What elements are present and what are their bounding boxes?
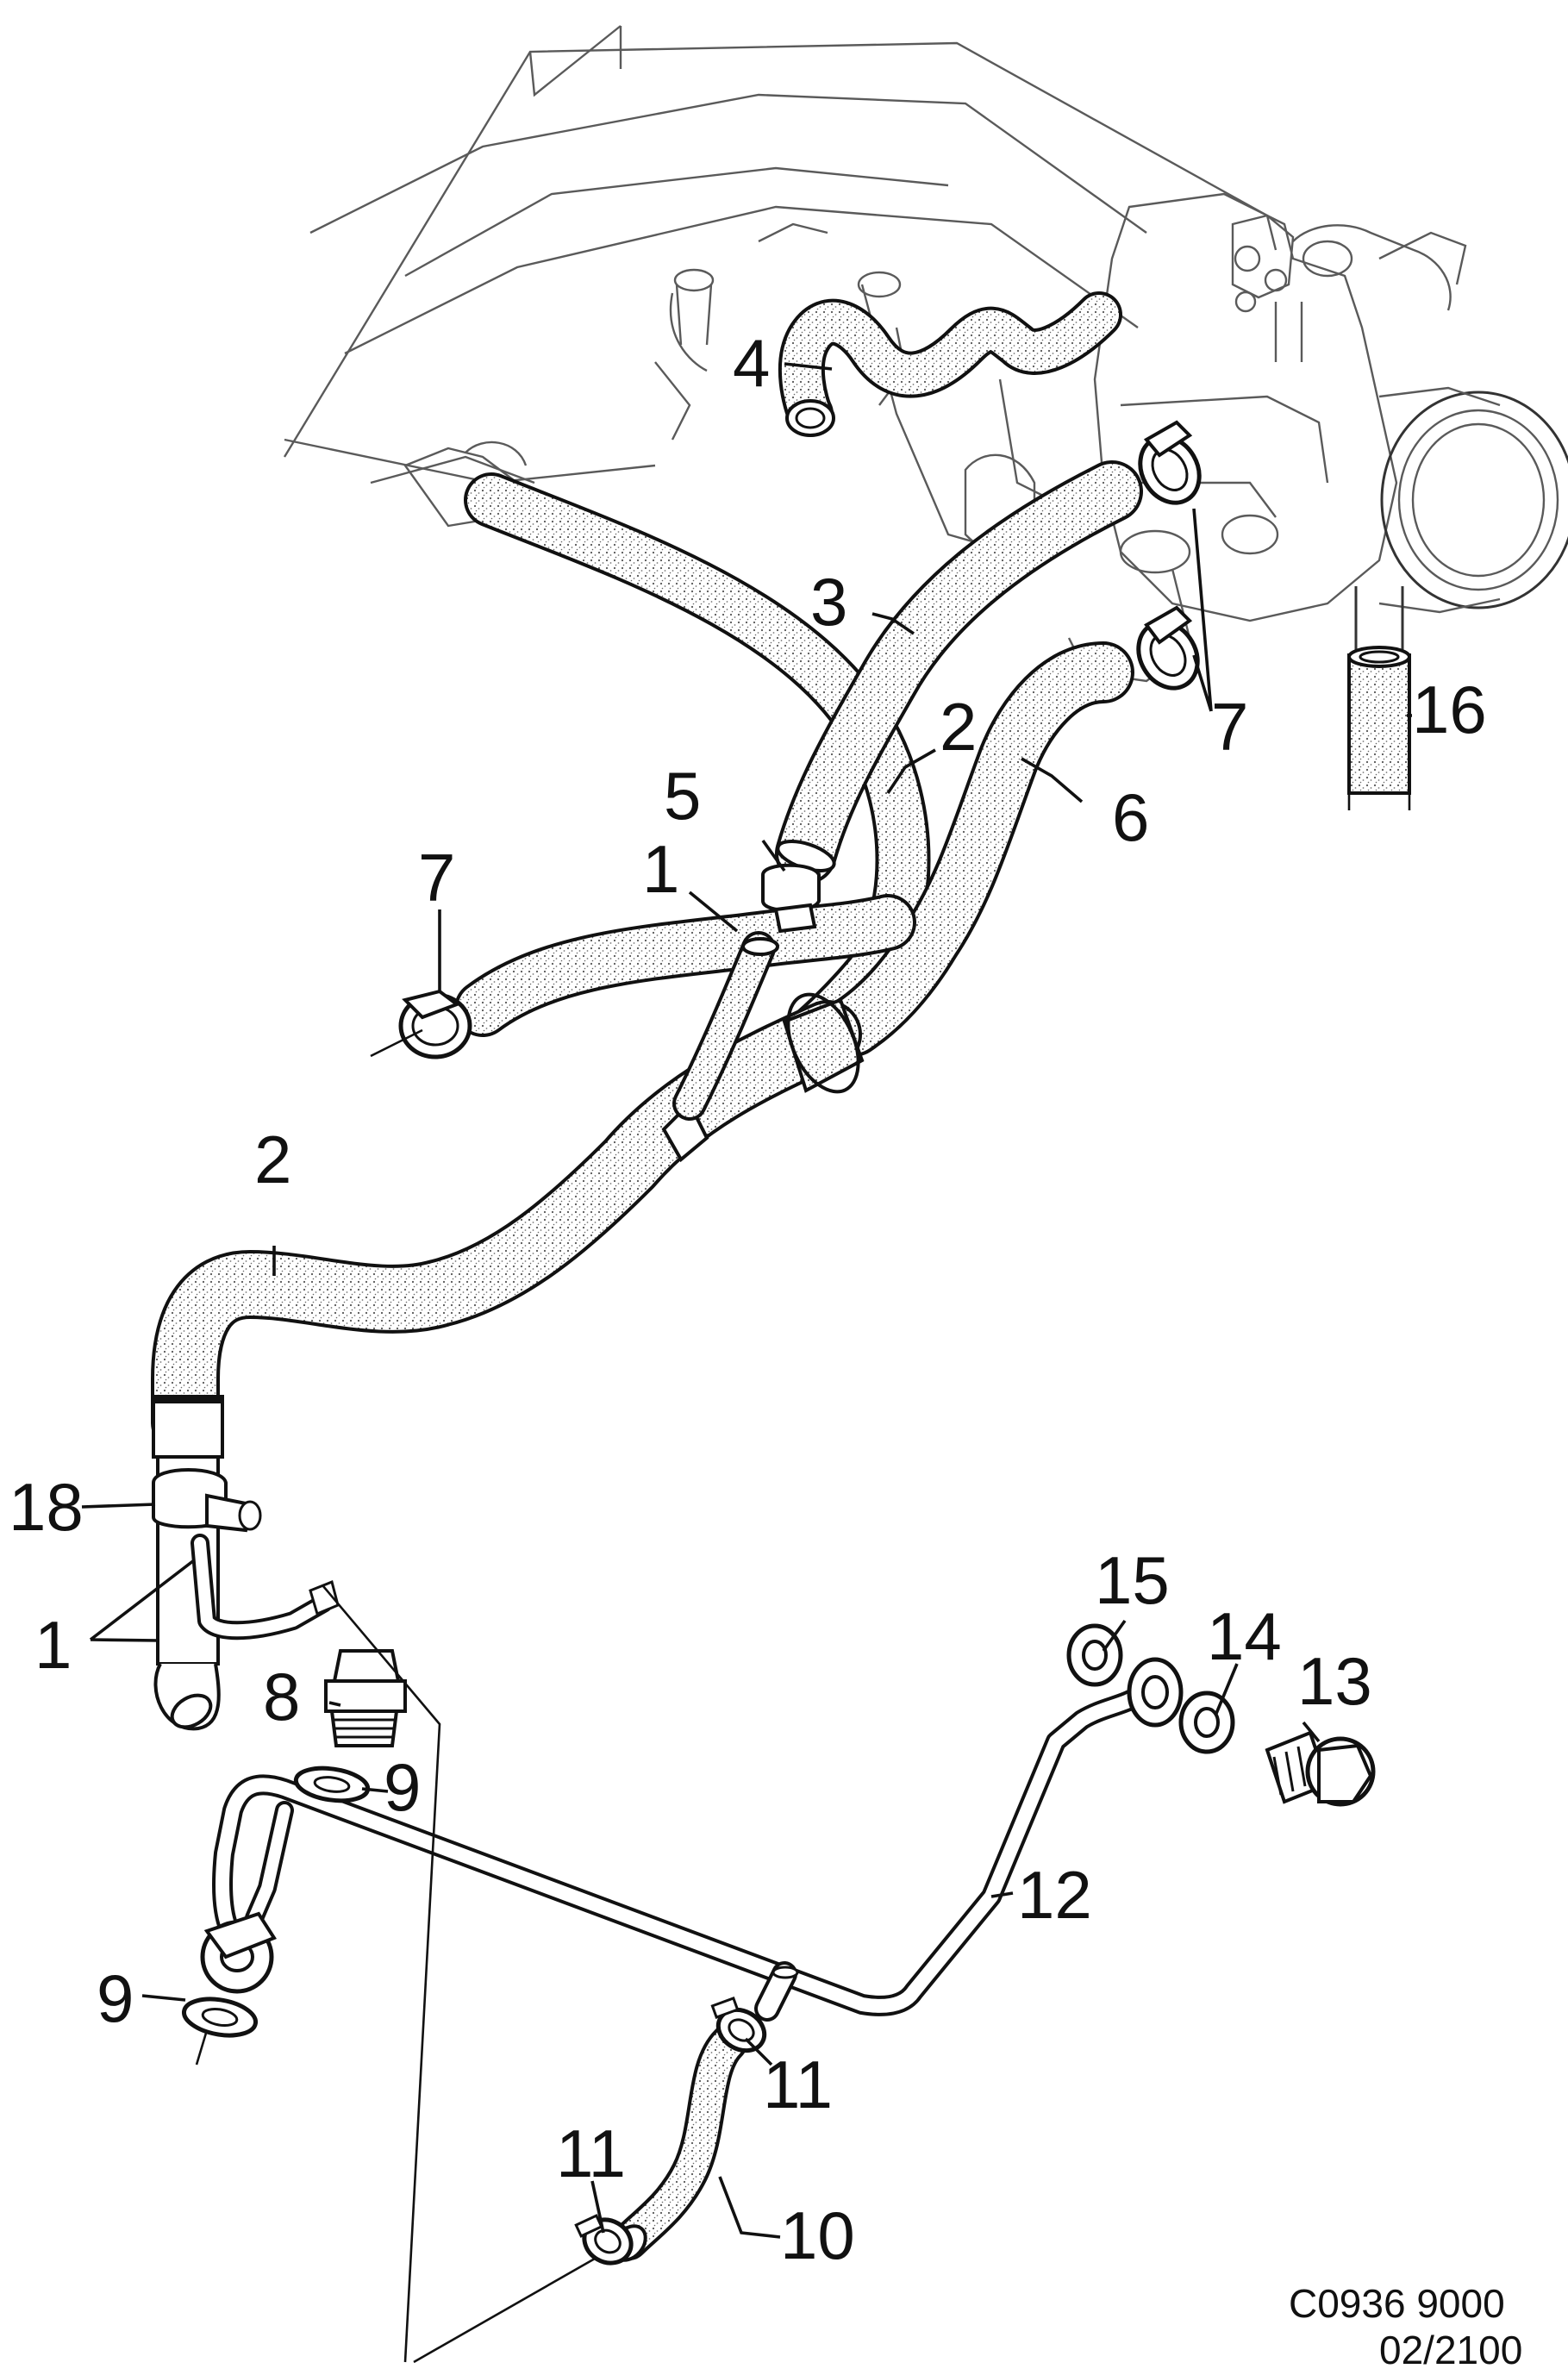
outlet-pipe-1 <box>152 1395 340 1731</box>
leader-lines <box>81 362 1412 2364</box>
hose-clamp-7-middle <box>1136 605 1200 691</box>
hose-left-branch <box>454 894 916 1037</box>
callout-9-lower: 9 <box>97 1960 134 2036</box>
callout-8: 8 <box>263 1659 300 1734</box>
callout-16: 16 <box>1412 672 1487 747</box>
drawing-reference: C0936 9000 02/2100 <box>1289 2281 1522 2372</box>
hose-clamp-11-upper <box>710 1997 767 2053</box>
t-pipe-1-center <box>672 931 779 1121</box>
callout-3: 3 <box>810 564 847 640</box>
hose-2-lower <box>151 1000 862 1457</box>
hose-clamp-11-lower <box>574 2214 634 2266</box>
callout-5: 5 <box>664 758 701 834</box>
callout-12: 12 <box>1017 1857 1092 1933</box>
hose-6 <box>822 641 1134 1057</box>
callout-7-left: 7 <box>418 840 455 916</box>
callout-2-lower: 2 <box>254 1122 291 1197</box>
callout-9-upper: 9 <box>384 1749 421 1825</box>
hose-16 <box>1347 586 1411 795</box>
callout-15: 15 <box>1095 1542 1170 1618</box>
callout-11-upper: 11 <box>763 2047 833 2122</box>
hose-3 <box>775 460 1143 884</box>
washer-9-lower <box>181 1997 259 2038</box>
callout-13: 13 <box>1297 1643 1372 1719</box>
clamp-18 <box>152 1468 262 1533</box>
callout-6: 6 <box>1112 779 1149 855</box>
washer-14 <box>1178 1691 1235 1754</box>
callout-11-lower: 11 <box>556 2116 626 2191</box>
washer-9-upper <box>293 1766 371 1803</box>
callout-10: 10 <box>780 2197 855 2273</box>
hose-4 <box>778 291 1122 437</box>
callout-14: 14 <box>1207 1598 1282 1674</box>
banjo-bolt-8 <box>324 1649 407 1747</box>
callout-2-upper: 2 <box>940 689 977 765</box>
drawing-code: C0936 9000 <box>1289 2281 1505 2326</box>
hose-clamp-7-left <box>398 989 472 1059</box>
callout-18: 18 <box>9 1469 84 1545</box>
callout-7-right: 7 <box>1211 689 1248 765</box>
hose-clamp-7-upper <box>1138 420 1202 505</box>
hose-clamp-5 <box>761 863 821 934</box>
washer-15 <box>1066 1623 1123 1687</box>
callout-labels: 4 3 2 6 7 16 5 1 7 2 18 1 15 14 13 8 9 1… <box>9 325 1487 2273</box>
banjo-bolt-13 <box>1265 1730 1376 1807</box>
callout-1-lower: 1 <box>34 1607 72 1683</box>
callout-1-center: 1 <box>642 831 679 907</box>
callout-4: 4 <box>733 325 770 401</box>
drawing-revision: 02/2100 <box>1379 2328 1522 2372</box>
coolant-pipe-12 <box>200 1657 1184 2022</box>
